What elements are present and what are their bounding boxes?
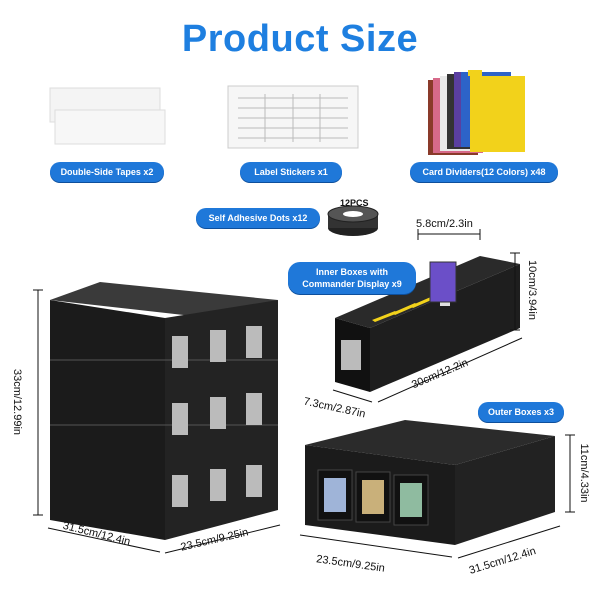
adhesive-dots-image <box>327 205 379 236</box>
inner-boxes-badge: Inner Boxes with Commander Display x9 <box>288 262 416 294</box>
page-title: Product Size <box>181 18 419 60</box>
double-side-tapes-image <box>49 87 166 145</box>
inner-card-width-label: 5.8cm/2.3in <box>416 218 473 230</box>
tapes-badge: Double-Side Tapes x2 <box>50 162 164 182</box>
inner-box-image <box>335 256 520 392</box>
card-dividers-image <box>428 70 525 155</box>
dimension-lines <box>33 229 575 559</box>
dividers-badge: Card Dividers(12 Colors) x48 <box>410 162 558 182</box>
dots-count: 12PCS <box>340 198 369 208</box>
inner-height-label: 10cm/3.94in <box>526 260 538 320</box>
dots-badge: Self Adhesive Dots x12 <box>196 208 320 228</box>
labels-badge: Label Stickers x1 <box>240 162 342 182</box>
inner-boxes-badge-line2: Commander Display x9 <box>302 279 402 289</box>
stack-height-label: 33cm/12.99in <box>11 368 23 436</box>
inner-boxes-badge-line1: Inner Boxes with <box>315 267 388 277</box>
stacked-boxes-image <box>50 282 278 540</box>
label-stickers-image <box>227 85 359 149</box>
outer-box-image <box>305 420 555 545</box>
outer-boxes-badge: Outer Boxes x3 <box>478 402 564 422</box>
outer-height-label: 11cm/4.33in <box>578 443 590 503</box>
